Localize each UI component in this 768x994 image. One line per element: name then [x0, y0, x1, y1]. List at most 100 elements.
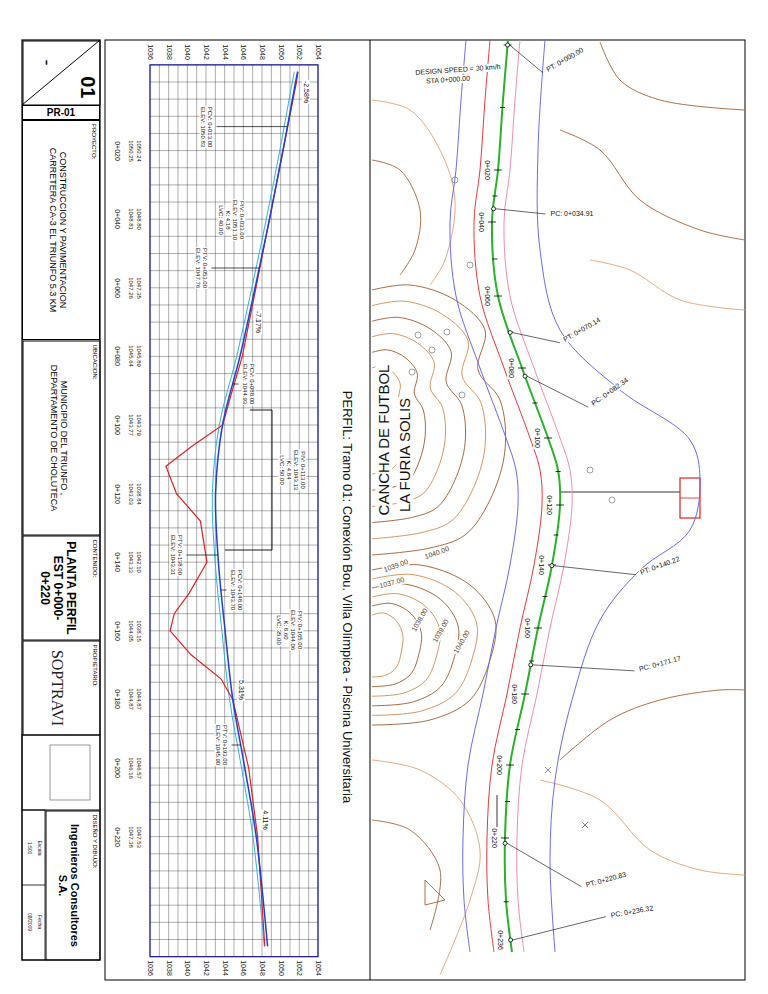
contour-line — [560, 130, 745, 240]
cell-heading: PROYECTO: — [90, 124, 97, 159]
plan-station-label: 0+040 — [477, 211, 485, 233]
location-cell: UBICACION:MUNICIPIO DEL TRIUNFO , DEPART… — [22, 340, 100, 535]
drawing-code-cell: PR-01 — [22, 105, 100, 120]
ground-elevation: 1044.87 — [136, 688, 143, 712]
ground-elevation: 1045.89 — [136, 345, 143, 369]
station-tick — [556, 471, 561, 472]
curve-point-label: PT: 0+000.00 — [544, 46, 586, 75]
grid-line — [150, 939, 318, 940]
drawing-code: PR-01 — [44, 107, 78, 118]
scale-cell-divider — [22, 885, 45, 886]
contour-line — [372, 565, 496, 725]
sheet-diagonal — [22, 40, 100, 105]
tree-symbol — [587, 467, 593, 473]
elevation-label: 1040 — [183, 43, 191, 61]
curve-data: ELEV: 1044.06 — [290, 609, 297, 651]
elevation-label: 1048 — [258, 959, 266, 977]
curve-point-label: PT: 0+070.14 — [561, 316, 603, 345]
curve-point-marker — [508, 331, 512, 335]
grade-elevation: 1050.25 — [128, 139, 135, 163]
survey-mark — [582, 822, 588, 828]
contour-line — [590, 260, 745, 310]
grade-percent: 4.11% — [261, 809, 269, 830]
curve-data: ELEV: 1043.13 — [293, 449, 300, 491]
grade-percent: -7.17% — [254, 310, 262, 334]
curve-data: LVC: 40.00 — [218, 204, 225, 236]
leader-line — [496, 209, 546, 214]
sheet-number: 01 — [76, 76, 97, 98]
ground-elevation: 1047.35 — [136, 276, 143, 300]
grid-line — [150, 304, 318, 305]
elevation-label: 1042 — [202, 43, 210, 61]
ground-elevation: 1046.57 — [136, 756, 143, 780]
curve-bracket — [225, 410, 272, 550]
leader-line — [212, 268, 260, 269]
grid-line — [150, 425, 318, 426]
station-label: 0+020 — [113, 140, 121, 162]
curve-point-marker — [492, 207, 496, 211]
curve-data: PCV: 0+088.00 — [249, 363, 256, 406]
elevation-label: 1036 — [146, 43, 154, 61]
ground-elevation: 1043.79 — [136, 413, 143, 437]
grid-line — [150, 150, 318, 151]
sheet-info: Fecha — [36, 914, 42, 930]
designer-name: Ingenieros Consultores S.A. — [56, 811, 80, 959]
plan-station-label: 0+120 — [545, 494, 553, 516]
leader-line — [533, 665, 635, 671]
curve-data: LVC: 50.00 — [279, 454, 286, 486]
station-tick — [488, 222, 496, 223]
grid-line — [150, 768, 318, 769]
station-tick — [543, 596, 548, 597]
station-tick — [556, 505, 564, 506]
curve-data: LVC: 35.00 — [276, 614, 283, 646]
curve-data: ELEV: 1051.10 — [232, 199, 239, 241]
cell-heading: CONTENIDO: — [90, 539, 97, 577]
curve-data: PTV: 0+138.00 — [177, 534, 184, 576]
station-tick — [500, 107, 505, 108]
plan-station-label: 0+100 — [533, 427, 541, 449]
curve-data: ELEV: 1043.70 — [230, 569, 237, 611]
grade-percent: -2.58% — [302, 80, 310, 104]
elevation-label: 1052 — [295, 959, 303, 977]
location-text: MUNICIPIO DEL TRIUNFO , DEPARTAMENTO DE … — [47, 341, 67, 534]
grade-percent: 5.31% — [237, 679, 245, 701]
grid-line — [150, 682, 318, 683]
curve-point-marker — [550, 564, 554, 568]
grid-line — [150, 699, 318, 700]
grade-elevation: 1043.77 — [128, 413, 135, 437]
elevation-label: 1038 — [165, 43, 173, 61]
contour-line — [560, 690, 745, 760]
station-tick — [554, 535, 559, 536]
curve-data: PCV: 0+013.00 — [207, 105, 214, 148]
profile-title: PERFIL: Tramo 01: Conexión Bou. Villa Ol… — [340, 390, 355, 804]
contour-line — [372, 613, 403, 677]
grid-line — [150, 716, 318, 717]
grid-line — [150, 287, 318, 288]
grid-line — [150, 270, 318, 271]
structure-symbol — [680, 498, 700, 499]
reference-line — [497, 795, 498, 830]
plan-station-label: 0+140 — [537, 554, 545, 576]
logo-cell — [22, 735, 100, 810]
grid-line — [150, 390, 318, 391]
elevation-label: 1048 — [258, 43, 266, 61]
owner-cell: PROPIETARIO:SOPTRAVI — [22, 640, 100, 735]
elevation-label: 1046 — [239, 43, 247, 61]
contour-line — [372, 594, 440, 697]
plan-station-label: 0+160 — [523, 617, 531, 639]
station-tick — [493, 259, 498, 260]
grid-line — [150, 785, 318, 786]
owner-name: SOPTRAVI — [48, 646, 66, 728]
tree-symbol — [459, 392, 465, 398]
curve-data: PCV: 0+148.00 — [237, 569, 244, 612]
grade-elevation: 1043.33 — [128, 550, 135, 574]
curve-data: PIV: 0+165.00 — [297, 610, 304, 650]
station-label: 0+160 — [113, 620, 121, 642]
right-of-way-line — [450, 40, 518, 952]
grid-line — [150, 493, 318, 494]
grade-elevation: 1044.87 — [128, 688, 135, 712]
centerline — [492, 40, 560, 952]
leader-line — [232, 745, 241, 746]
elevation-label: 1050 — [277, 959, 285, 977]
station-tick — [529, 661, 534, 662]
